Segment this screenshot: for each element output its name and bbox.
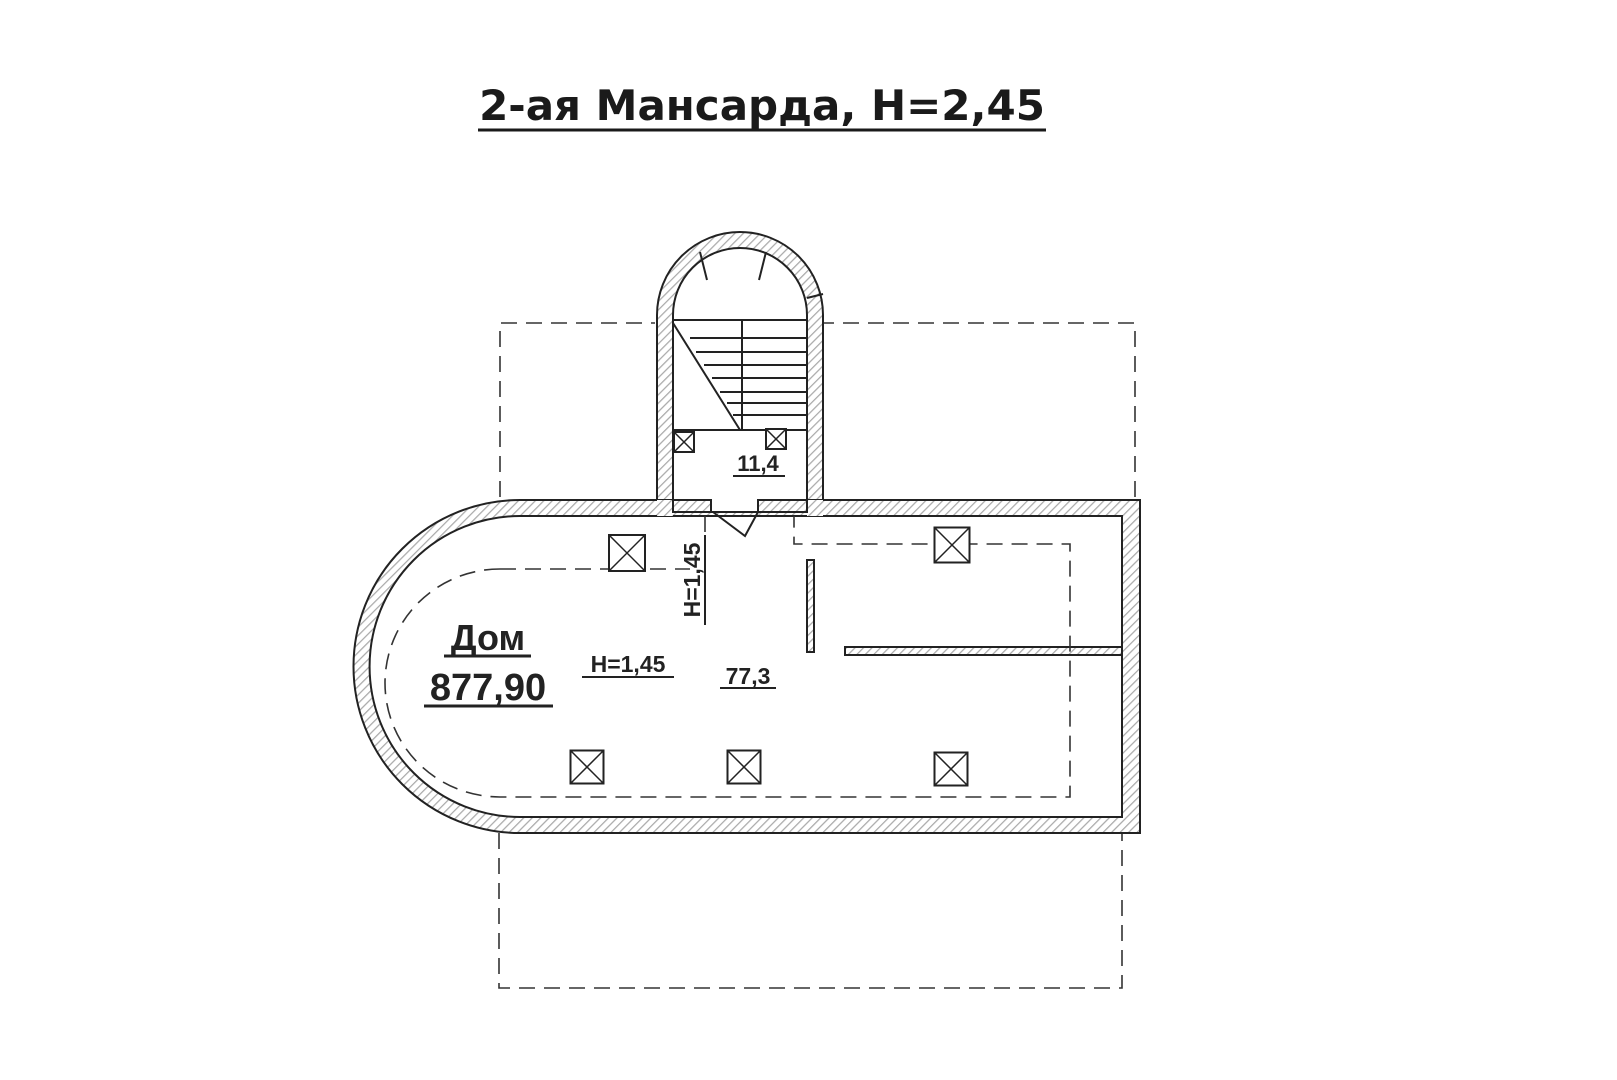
roof-outline-bottom <box>498 833 1123 989</box>
door-swing <box>712 511 759 538</box>
side-height-label: H=1,45 <box>679 542 705 617</box>
house-label: Дом <box>451 617 525 658</box>
roof-outline-top-right <box>818 322 1136 497</box>
vent-icon <box>933 526 971 564</box>
house-area: 877,90 <box>430 667 546 709</box>
vent-icon <box>933 751 969 787</box>
partition-horizontal <box>844 646 1123 656</box>
roof-outline-top-left <box>499 322 655 497</box>
staircase <box>672 319 808 431</box>
vent-icon <box>608 534 646 572</box>
vent-icon <box>673 431 695 453</box>
vent-icon <box>726 749 762 785</box>
plan-title: 2-ая Мансарда, H=2,45 <box>479 81 1045 130</box>
main-area-label: 77,3 <box>726 663 771 689</box>
partition-vertical <box>806 559 815 653</box>
main-height-label: H=1,45 <box>591 651 666 677</box>
stair-area-label: 11,4 <box>737 451 779 476</box>
vent-icon <box>765 428 787 450</box>
vents <box>569 428 971 787</box>
ceiling-line <box>384 516 1071 798</box>
vent-icon <box>569 749 605 785</box>
